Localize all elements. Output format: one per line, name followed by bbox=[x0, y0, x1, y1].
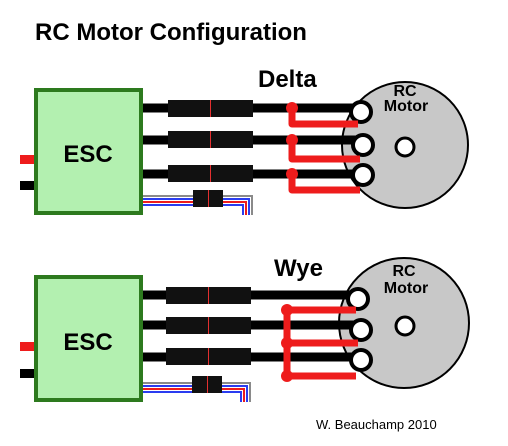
bullet-connector-2 bbox=[166, 317, 251, 334]
delta-diagram: RC Motor bbox=[20, 66, 469, 215]
credit-text: W. Beauchamp 2010 bbox=[316, 417, 437, 432]
bullet-connector-3 bbox=[168, 165, 253, 182]
wye-solder-points bbox=[281, 304, 293, 382]
config-label-delta: Delta bbox=[258, 66, 317, 93]
motor-label-line1: RC bbox=[392, 263, 416, 280]
battery-lead-negative bbox=[20, 369, 38, 378]
wye-diagram: RC Motor bbox=[20, 255, 470, 402]
motor-terminal-2 bbox=[349, 318, 373, 342]
esc-box bbox=[34, 88, 143, 215]
motor-terminal-3 bbox=[349, 348, 373, 372]
motor-terminal-3 bbox=[351, 163, 375, 187]
motor-terminal-1 bbox=[346, 287, 370, 311]
motor-shaft-icon bbox=[394, 315, 416, 337]
motor-terminal-1 bbox=[349, 100, 373, 124]
battery-lead-positive bbox=[20, 342, 38, 351]
esc-box bbox=[34, 275, 143, 402]
esc-label: ESC bbox=[63, 141, 112, 168]
battery-lead-positive bbox=[20, 155, 38, 164]
battery-lead-negative bbox=[20, 181, 38, 190]
motor-shaft-icon bbox=[394, 136, 416, 158]
motor-label-line1: RC bbox=[393, 83, 417, 100]
esc-label: ESC bbox=[63, 329, 112, 356]
servo-lead bbox=[142, 382, 251, 402]
servo-lead bbox=[142, 195, 253, 215]
bullet-connector-1 bbox=[168, 100, 253, 117]
bullet-connector-1 bbox=[166, 287, 251, 304]
delta-solder-points bbox=[286, 102, 298, 180]
bullet-connector-3 bbox=[166, 348, 251, 365]
motor-label-line2: Motor bbox=[384, 98, 428, 115]
motor-label-line2: Motor bbox=[384, 280, 428, 297]
motor-terminal-2 bbox=[351, 133, 375, 157]
config-label-wye: Wye bbox=[274, 255, 323, 282]
page-title: RC Motor Configuration bbox=[35, 19, 307, 46]
bullet-connector-2 bbox=[168, 131, 253, 148]
